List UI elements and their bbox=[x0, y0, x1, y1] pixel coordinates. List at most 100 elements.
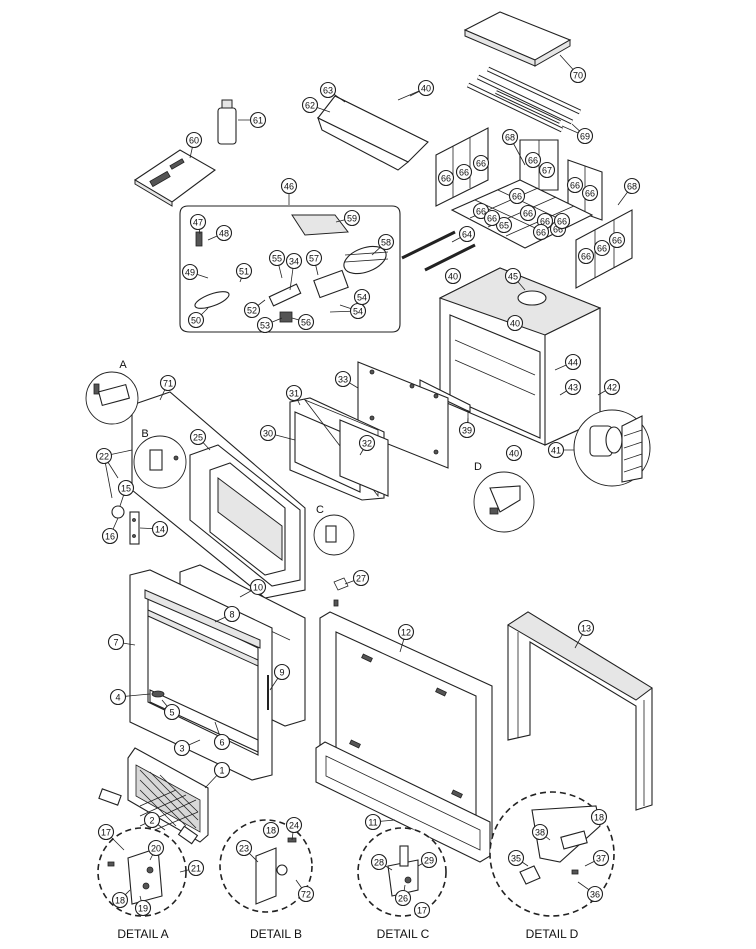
callout-28-text: 28 bbox=[374, 858, 384, 868]
callout-61-text: 61 bbox=[253, 116, 263, 126]
callout-66-7-text: 66 bbox=[476, 207, 486, 217]
detail-letter-c: C bbox=[316, 504, 324, 516]
callout-27: 27 bbox=[352, 569, 370, 587]
callout-68-2-text: 68 bbox=[627, 182, 637, 192]
heat-shield bbox=[317, 95, 429, 171]
callout-68-2: 68 bbox=[623, 177, 641, 195]
callout-69-circle bbox=[576, 127, 594, 145]
callout-4-circle bbox=[109, 688, 127, 706]
callout-35: 35 bbox=[507, 849, 525, 867]
callout-47: 47 bbox=[189, 213, 207, 231]
callout-64-text: 64 bbox=[462, 230, 472, 240]
callout-14-circle bbox=[151, 520, 169, 538]
callout-48-circle bbox=[215, 224, 233, 242]
callout-68-circle bbox=[501, 128, 519, 146]
callout-20-text: 20 bbox=[151, 844, 161, 854]
callout-51: 51 bbox=[235, 262, 253, 280]
callout-24-text: 24 bbox=[289, 821, 299, 831]
callout-32: 32 bbox=[358, 434, 376, 452]
callout-58: 58 bbox=[377, 233, 395, 251]
callout-29-text: 29 bbox=[424, 856, 434, 866]
callout-28: 28 bbox=[370, 853, 388, 871]
callout-36: 36 bbox=[586, 885, 604, 903]
callout-2-text: 2 bbox=[149, 816, 154, 826]
callout-11-text: 11 bbox=[368, 818, 377, 828]
support-rods bbox=[401, 230, 476, 272]
callout-33: 33 bbox=[334, 370, 352, 388]
callout-25-circle bbox=[189, 428, 207, 446]
callout-33-text: 33 bbox=[338, 375, 348, 385]
front-frame bbox=[129, 569, 273, 781]
callout-71-circle bbox=[159, 374, 177, 392]
detail-d-label: DETAIL D bbox=[526, 927, 579, 941]
callout-9: 9 bbox=[273, 663, 291, 681]
callout-50-circle bbox=[187, 311, 205, 329]
callout-40-2: 40 bbox=[444, 267, 462, 285]
callout-52-text: 52 bbox=[247, 306, 257, 316]
callout-26: 26 bbox=[394, 889, 412, 907]
callout-17-2-text: 17 bbox=[417, 906, 427, 916]
callout-72-text: 72 bbox=[301, 890, 311, 900]
callout-30: 30 bbox=[259, 424, 277, 442]
callout-22-text: 22 bbox=[99, 452, 109, 462]
control-knob bbox=[111, 505, 125, 519]
callout-32-circle bbox=[358, 434, 376, 452]
callout-45-circle bbox=[504, 267, 522, 285]
callout-54-text: 54 bbox=[353, 307, 363, 317]
callout-24: 24 bbox=[285, 816, 303, 834]
callout-9-text: 9 bbox=[279, 668, 284, 678]
callout-38-text: 38 bbox=[535, 828, 545, 838]
callout-36-text: 36 bbox=[590, 890, 600, 900]
callout-59-circle bbox=[343, 209, 361, 227]
detail-a-mini bbox=[85, 371, 139, 425]
callout-49-circle bbox=[181, 263, 199, 281]
callout-71: 71 bbox=[159, 374, 177, 392]
callout-27-text: 27 bbox=[356, 574, 366, 584]
callout-66-14-text: 66 bbox=[581, 252, 591, 262]
callout-68-text: 68 bbox=[505, 133, 515, 143]
callout-21-circle bbox=[187, 859, 205, 877]
callout-39-circle bbox=[458, 421, 476, 439]
callout-44-text: 44 bbox=[568, 358, 578, 368]
callout-41-text: 41 bbox=[551, 446, 561, 456]
callout-5: 5 bbox=[163, 703, 181, 721]
callout-66-3-text: 66 bbox=[476, 159, 486, 169]
callout-44: 44 bbox=[564, 353, 582, 371]
callout-66-4-text: 66 bbox=[528, 156, 538, 166]
callout-67-text: 67 bbox=[542, 166, 552, 176]
callout-21: 21 bbox=[187, 859, 205, 877]
callout-66-12-circle bbox=[532, 223, 550, 241]
callout-19: 19 bbox=[134, 899, 152, 917]
callout-26-circle bbox=[394, 889, 412, 907]
callout-40-2-circle bbox=[444, 267, 462, 285]
callout-37: 37 bbox=[592, 849, 610, 867]
callout-7-circle bbox=[107, 633, 125, 651]
callout-1: 1 bbox=[213, 761, 231, 779]
callout-66-circle bbox=[437, 169, 455, 187]
callout-45: 45 bbox=[504, 267, 522, 285]
callout-40-4-circle bbox=[505, 444, 523, 462]
callout-66-10-text: 66 bbox=[540, 217, 550, 227]
instruction-card bbox=[133, 149, 217, 207]
callout-16-circle bbox=[101, 527, 119, 545]
callout-32-text: 32 bbox=[362, 439, 372, 449]
callout-66: 66 bbox=[437, 169, 455, 187]
burner-assembly-group bbox=[179, 205, 401, 333]
callout-14-text: 14 bbox=[155, 525, 165, 535]
callout-66-17: 66 bbox=[483, 209, 501, 227]
callout-10: 10 bbox=[249, 578, 267, 596]
callout-40-3-circle bbox=[506, 314, 524, 332]
callout-49: 49 bbox=[181, 263, 199, 281]
callout-66-17-circle bbox=[483, 209, 501, 227]
callout-19-circle bbox=[134, 899, 152, 917]
detail-c-mini bbox=[313, 514, 355, 556]
callout-61-circle bbox=[249, 111, 267, 129]
callout-66-9: 66 bbox=[519, 204, 537, 222]
callout-21-text: 21 bbox=[191, 864, 201, 874]
callout-6-text: 6 bbox=[219, 738, 224, 748]
callout-50-text: 50 bbox=[191, 316, 201, 326]
callout-58-text: 58 bbox=[381, 238, 391, 248]
detail-b-mini bbox=[133, 435, 187, 489]
callout-30-text: 30 bbox=[263, 429, 273, 439]
callout-48-text: 48 bbox=[219, 229, 229, 239]
